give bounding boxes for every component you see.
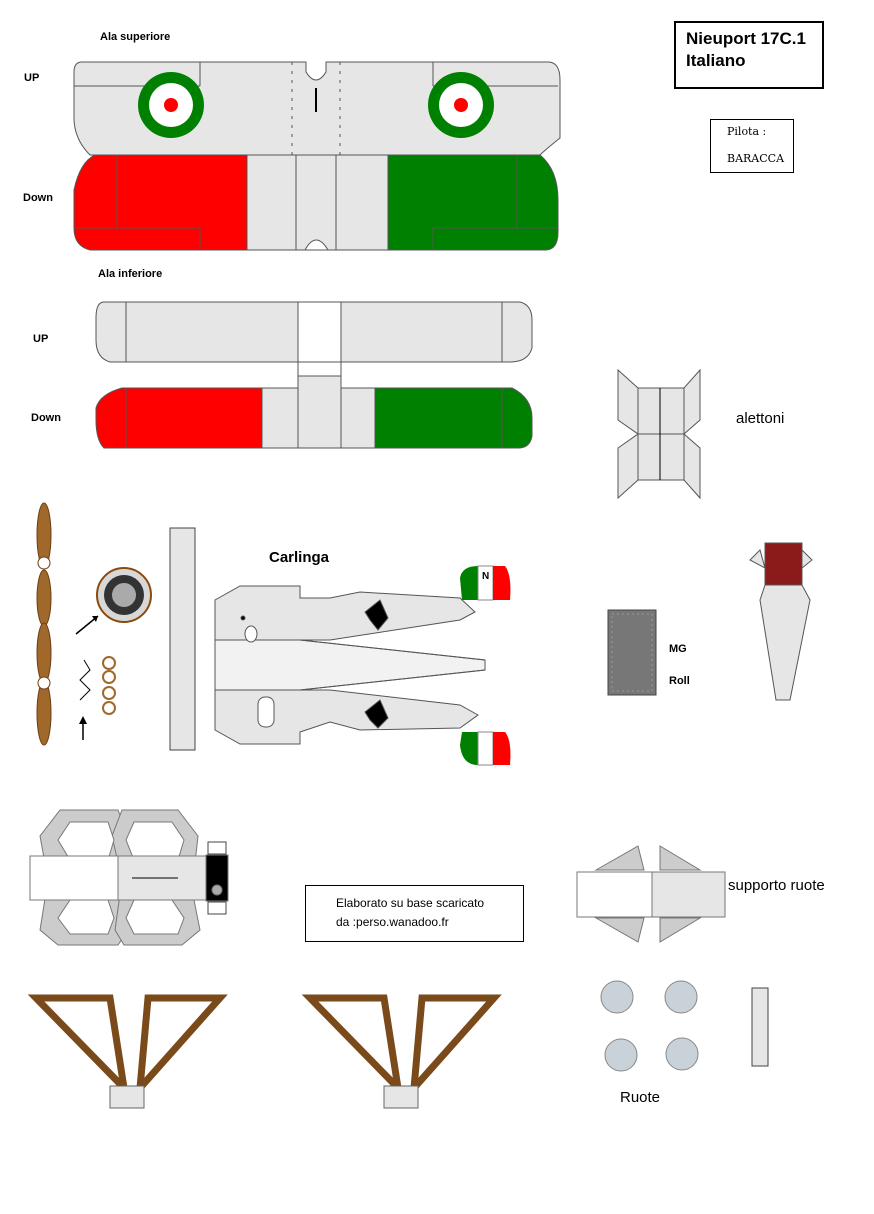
pilot-name: BARACCA: [727, 152, 785, 165]
pilot-label: Pilota :: [727, 125, 767, 138]
credit-box: Elaborato su base scaricato da :perso.wa…: [305, 885, 524, 942]
lower-wing-up: [95, 301, 533, 377]
rudder-bottom: [460, 731, 511, 766]
upper-wing-down-label: Down: [23, 192, 53, 204]
wheels-group: [600, 980, 699, 1072]
engine-cowl: [96, 567, 152, 623]
ailerons-label: alettoni: [736, 410, 785, 427]
mg-part: [607, 609, 657, 696]
mg-label: MG: [669, 643, 687, 655]
roundel-left: [138, 72, 204, 138]
exhaust-zigzag: [79, 659, 91, 701]
strut-part: [169, 527, 196, 751]
title-box: Nieuport 17C.1 Italiano: [674, 21, 824, 89]
lower-wing-title: Ala inferiore: [98, 268, 163, 280]
cabane-struts-right: [301, 994, 502, 1099]
upper-wing-up-label: UP: [24, 72, 40, 84]
credit-line1: Elaborato su base scaricato: [336, 896, 485, 910]
propeller: [36, 502, 52, 746]
wheel-support-part: [576, 845, 726, 943]
ailerons-part: [617, 368, 701, 500]
roundel-right: [428, 72, 494, 138]
axle-part: [751, 987, 769, 1067]
fuselage-label: Carlinga: [269, 549, 330, 566]
rudder-letter: N: [482, 571, 490, 582]
credit-line2: da :perso.wanadoo.fr: [336, 915, 449, 929]
lower-wing-down-label: Down: [31, 412, 61, 424]
wheel-support-label: supporto ruote: [728, 877, 825, 894]
wheels-label: Ruote: [620, 1089, 661, 1106]
upper-wing-down: [73, 154, 559, 251]
cabane-struts-left: [27, 994, 228, 1099]
title-line1: Nieuport 17C.1: [686, 29, 806, 48]
exhaust-rings: [102, 656, 116, 715]
title-line2: Italiano: [686, 51, 746, 70]
pilot-box: Pilota : BARACCA: [710, 119, 794, 173]
lower-wing-up-label: UP: [33, 333, 49, 345]
fuselage-part: [214, 585, 486, 745]
rudder-top: [460, 565, 511, 601]
upper-wing-title: Ala superiore: [100, 31, 171, 43]
lower-wing-down: [95, 375, 533, 449]
landing-gear-frame: [29, 809, 229, 946]
tail-boom: [749, 542, 813, 701]
mg-dots: [611, 613, 653, 692]
roll-label: Roll: [669, 675, 690, 687]
